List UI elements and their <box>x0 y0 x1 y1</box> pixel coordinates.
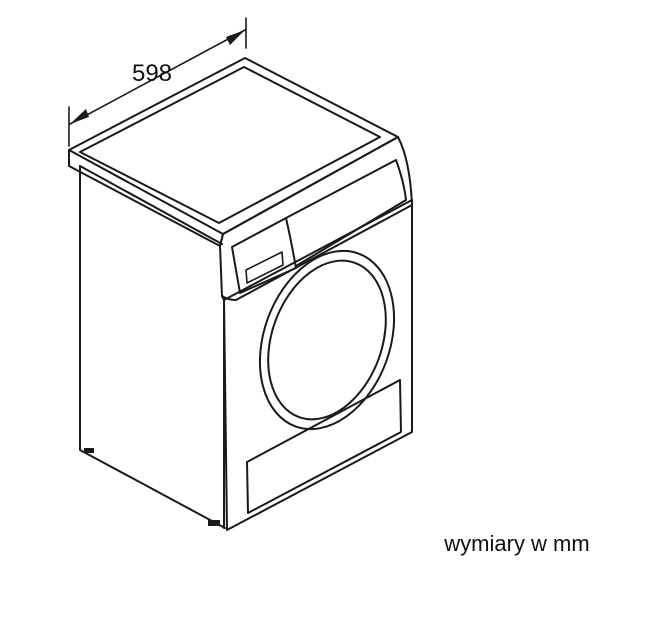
dimension-arrow-right <box>226 30 245 45</box>
dimension-value: 598 <box>132 60 172 87</box>
display-window <box>245 251 284 284</box>
top-outer <box>68 57 399 235</box>
dimension-arrow-left <box>70 109 89 124</box>
door-outer <box>258 249 396 431</box>
units-caption: wymiary w mm <box>443 531 589 556</box>
foot-left <box>84 448 94 453</box>
foot-front <box>208 520 220 526</box>
dryer-illustration <box>68 57 413 531</box>
left-side <box>79 165 226 529</box>
door-inner <box>267 259 387 421</box>
top-left-edge <box>68 149 221 247</box>
panel-divider <box>285 159 407 267</box>
control-panel-inner <box>231 217 297 294</box>
left-top-edge <box>79 165 223 245</box>
dimension-line <box>69 29 246 125</box>
width-dimension: 598 <box>68 17 247 147</box>
top-inner <box>79 66 381 224</box>
front-face <box>223 199 413 531</box>
lower-panel <box>246 379 402 514</box>
